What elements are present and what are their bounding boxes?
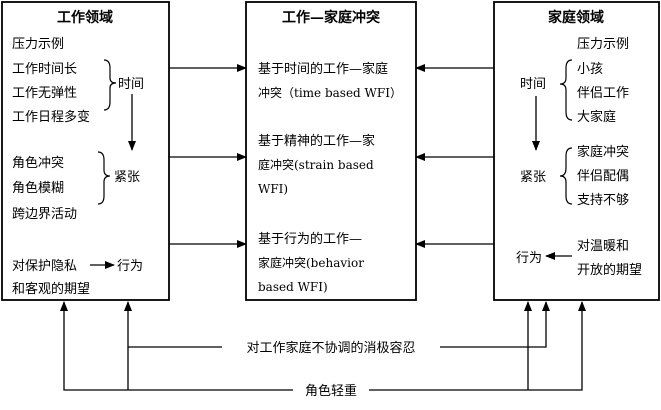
behavior-based-conflict-line: 家庭冲突(behavior <box>258 255 364 270</box>
work-time-item: 工作时间长 <box>12 62 77 77</box>
time-based-conflict-line: 基于时间的工作—家庭 <box>258 61 388 77</box>
family-time-item: 小孩 <box>577 62 603 77</box>
family-strain-label: 紧张 <box>520 170 546 185</box>
work-time-item: 工作无弹性 <box>12 86 77 101</box>
work-behavior-line1: 对保护隐私 <box>12 259 77 274</box>
work-stressor-header: 压力示例 <box>12 37 64 52</box>
family-strain-item: 伴侣配偶 <box>577 169 629 184</box>
work-time-brace <box>103 59 117 111</box>
tolerance-right-connector <box>440 301 550 348</box>
tolerance-label: 对工作家庭不协调的消极容忍 <box>246 340 415 356</box>
family-domain-title: 家庭领域 <box>548 9 604 26</box>
work-time-label: 时间 <box>118 77 144 92</box>
work-domain-title: 工作领域 <box>57 9 113 26</box>
salience-right-connector <box>369 301 586 391</box>
strain-based-conflict-line: WFI) <box>258 182 288 196</box>
work-behavior-line2: 和客观的期望 <box>12 281 90 297</box>
family-strain-item: 支持不够 <box>577 193 629 208</box>
family-time-item: 伴侣工作 <box>577 86 629 101</box>
family-time-item: 大家庭 <box>577 109 616 125</box>
family-domain-box <box>493 1 660 301</box>
work-strain-item: 跨边界活动 <box>12 207 77 222</box>
salience-label: 角色轻重 <box>305 383 357 399</box>
work-strain-label: 紧张 <box>114 170 140 185</box>
family-time-label: 时间 <box>520 77 546 92</box>
family-behavior-item: 开放的期望 <box>577 262 642 278</box>
family-time-brace <box>559 59 573 121</box>
family-strain-item: 家庭冲突 <box>577 144 629 160</box>
conflict-title: 工作—家庭冲突 <box>282 9 380 26</box>
conflict-box <box>245 1 417 301</box>
work-strain-item: 角色模糊 <box>12 180 64 196</box>
family-stressor-header: 压力示例 <box>577 37 629 52</box>
family-strain-brace <box>559 147 573 205</box>
work-domain-box <box>1 1 170 301</box>
tolerance-left-connector <box>124 301 222 348</box>
strain-based-conflict-line: 基于精神的工作—家 <box>258 133 375 149</box>
salience-left-connector <box>60 301 293 391</box>
behavior-based-conflict-line: based WFI) <box>258 280 328 294</box>
strain-based-conflict-line: 庭冲突(strain based <box>258 157 374 172</box>
work-time-item: 工作日程多变 <box>12 109 90 125</box>
work-behavior-label: 行为 <box>117 259 143 274</box>
work-strain-brace <box>97 151 111 205</box>
work-strain-item: 角色冲突 <box>12 155 64 171</box>
time-based-conflict-line: 冲突（time based WFI） <box>258 85 402 100</box>
behavior-based-conflict-line: 基于行为的工作— <box>258 231 362 247</box>
family-behavior-label: 行为 <box>516 251 542 266</box>
family-behavior-item: 对温暖和 <box>577 239 629 254</box>
